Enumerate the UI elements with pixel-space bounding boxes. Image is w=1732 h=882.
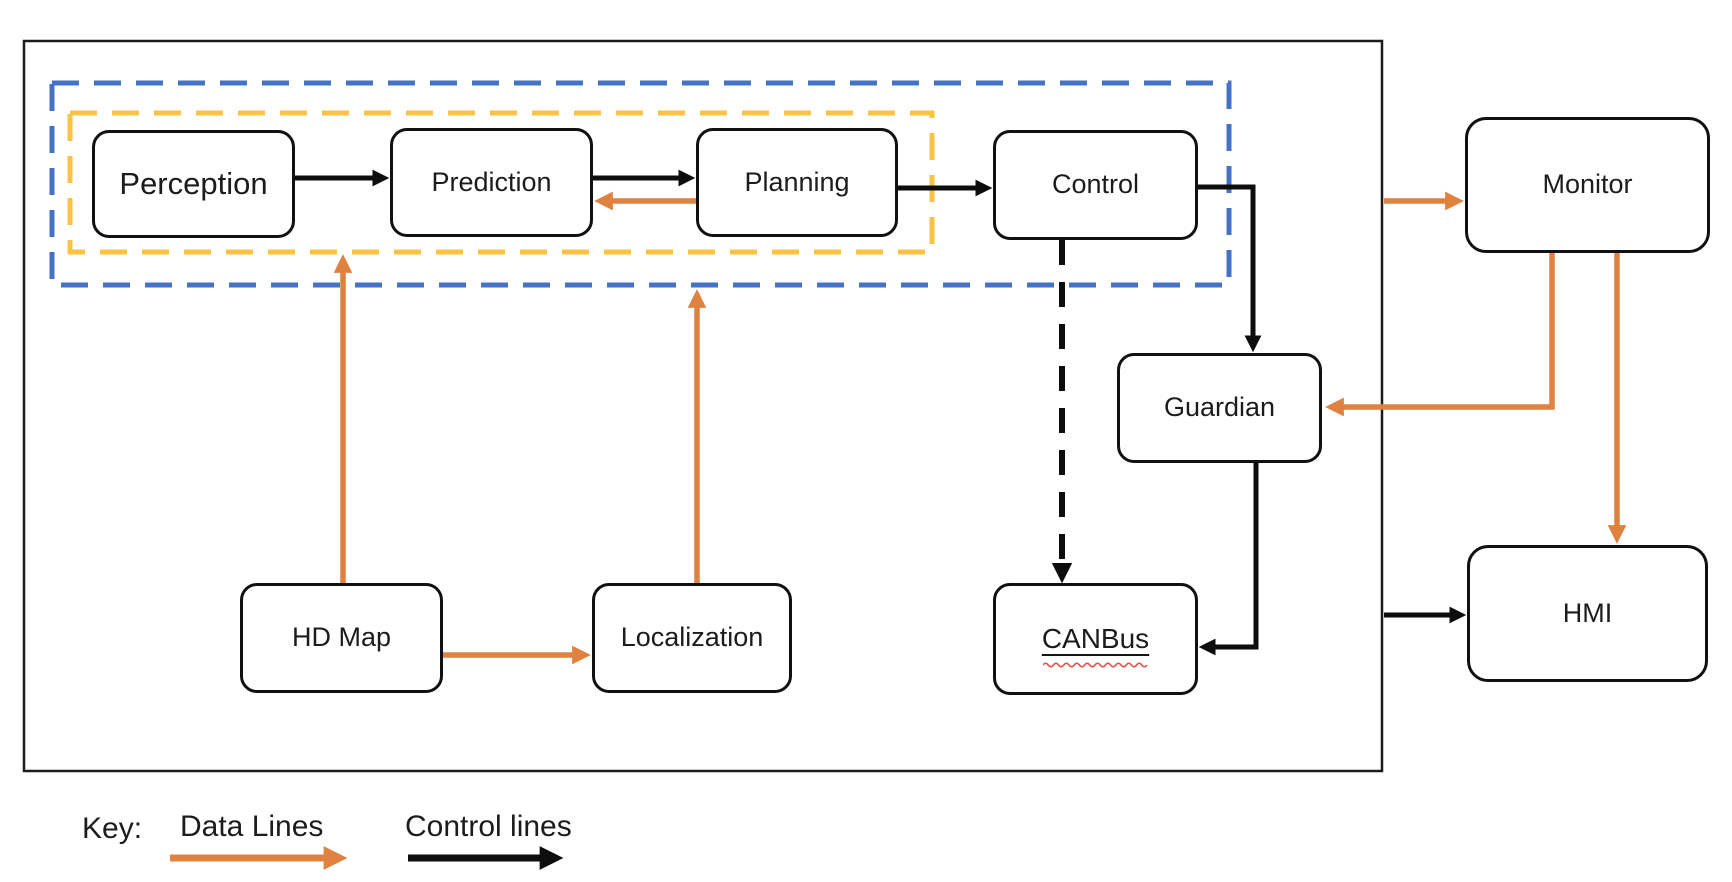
node-hd-map: HD Map: [240, 583, 443, 693]
node-canbus: CANBus: [993, 583, 1198, 695]
legend-key-label: Key:: [82, 812, 143, 845]
node-control-label: Control: [1051, 169, 1140, 200]
arrow-guardian-to-canbus: [1198, 462, 1259, 656]
node-planning: Planning: [696, 128, 898, 237]
node-guardian-label: Guardian: [1163, 392, 1276, 423]
node-prediction: Prediction: [390, 128, 593, 237]
node-canbus-label: CANBus: [1041, 622, 1150, 654]
node-localization: Localization: [592, 583, 792, 693]
node-monitor-label: Monitor: [1542, 169, 1633, 200]
node-hmi-label: HMI: [1562, 597, 1613, 628]
node-perception: Perception: [92, 130, 295, 238]
arrow-monitor-to-guardian: [1325, 252, 1555, 417]
legend-control-lines-label: Control lines: [405, 810, 572, 843]
node-control: Control: [993, 130, 1198, 240]
node-localization-label: Localization: [620, 622, 764, 653]
arrow-control-to-guardian: [1198, 184, 1262, 353]
node-hmi: HMI: [1467, 545, 1708, 682]
node-prediction-label: Prediction: [431, 166, 552, 197]
node-planning-label: Planning: [744, 166, 850, 197]
node-perception-label: Perception: [119, 165, 268, 201]
node-guardian: Guardian: [1117, 353, 1322, 463]
inner-group-outline-yellow: [67, 110, 935, 255]
node-hd-map-label: HD Map: [291, 622, 392, 653]
node-monitor: Monitor: [1465, 117, 1710, 253]
autonomy-group-outline-blue: [49, 80, 1232, 288]
legend-data-lines-label: Data Lines: [180, 810, 324, 843]
spellcheck-underline: [1042, 662, 1148, 668]
